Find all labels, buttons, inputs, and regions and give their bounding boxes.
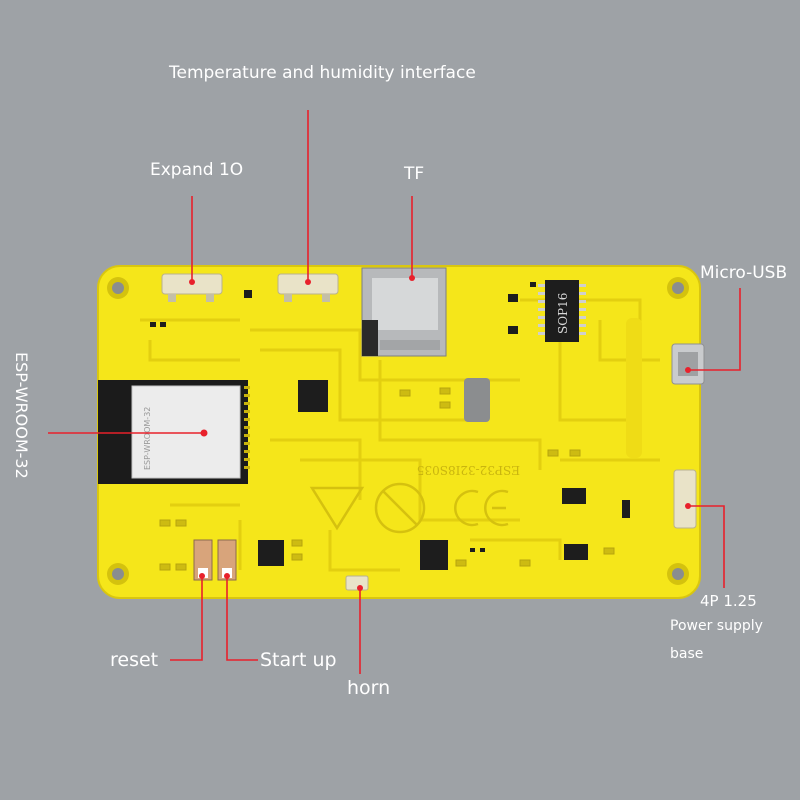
label-expand-io: Expand 1O [150,160,244,180]
horn-connector [345,575,369,591]
label-power-base: base [670,646,704,662]
label-micro-usb: Micro-USB [700,263,788,283]
passive-components [159,387,615,571]
pcb-copper-pad [626,318,642,458]
label-esp-wroom-32: ESP-WROOM-32 [12,352,31,479]
board-silkscreen-text: ESP32-32I8S035 [417,463,520,477]
label-tf: TF [404,164,425,184]
cert-marks [309,482,509,534]
pcb-traces [140,298,660,572]
label-start-up: Start up [260,649,337,671]
power-4p-connector [673,469,697,529]
label-temp-humidity: Temperature and humidity interface [169,63,476,83]
callout-lines [48,110,741,674]
label-power-supply: Power supply [670,618,763,634]
module-shield-text: ESP-WROOM-32 [143,407,152,470]
tf-card-slot [361,267,447,357]
label-reset: reset [110,649,159,671]
label-horn: horn [347,677,391,699]
callout-dots [189,275,691,591]
small-components [150,282,630,570]
label-power-4p: 4P 1.25 [700,592,757,610]
micro-usb-connector [671,343,705,385]
sop16-label: SOP16 [556,293,570,334]
mounting-holes [107,277,689,585]
esp-wroom-32-module: ESP-WROOM-32 [98,380,250,484]
sop16-chip: SOP16 [538,280,586,342]
